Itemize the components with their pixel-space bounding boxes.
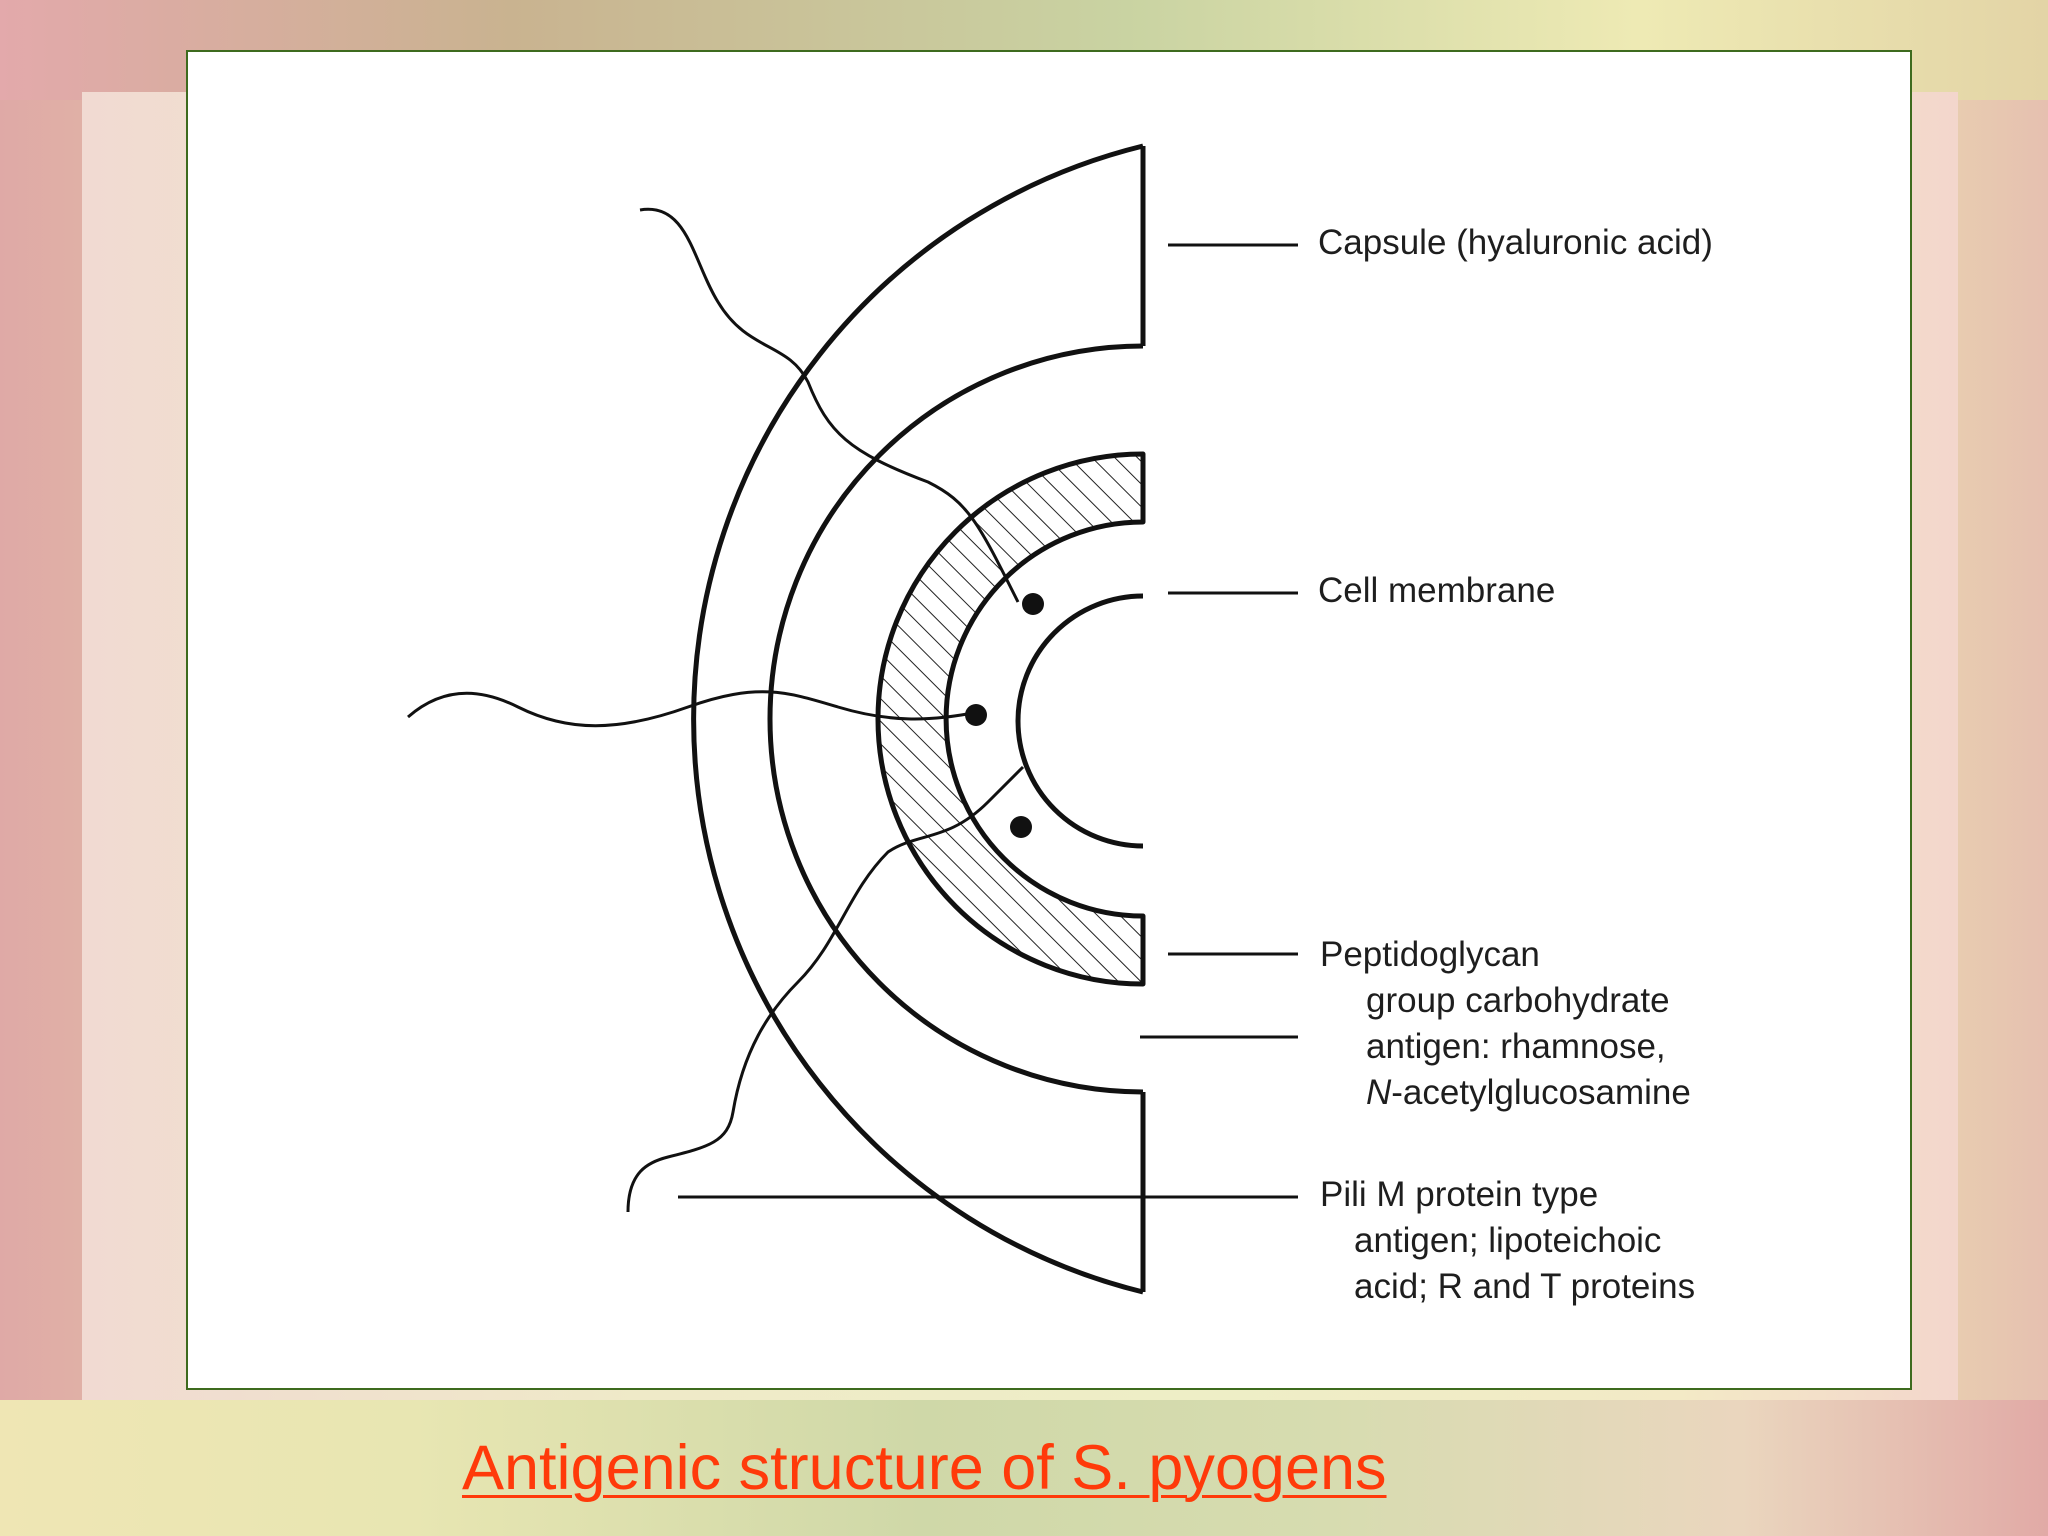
label-peptidoglycan-line-3: antigen: rhamnose, <box>1366 1027 1666 1066</box>
label-membrane-line-1: Cell membrane <box>1318 571 1556 610</box>
label-peptidoglycan: Peptidoglycan group carbohydrate antigen… <box>1320 932 1691 1116</box>
label-cell-membrane: Cell membrane <box>1318 568 1555 614</box>
antigen-dot-3 <box>1010 816 1032 838</box>
diagram-panel: Capsule (hyaluronic acid) Cell membrane … <box>186 50 1912 1390</box>
slide-caption-link[interactable]: Antigenic structure of S. pyogens <box>462 1433 1387 1503</box>
cell-membrane-arc <box>1015 593 1144 849</box>
capsule-outer-arc <box>691 143 1144 1295</box>
antigen-dot-2 <box>965 704 987 726</box>
label-pili-line-2: antigen; lipoteichoic <box>1354 1221 1662 1260</box>
label-capsule-line-1: Capsule (hyaluronic acid) <box>1318 223 1713 262</box>
label-peptidoglycan-line-4: N-acetylglucosamine <box>1366 1073 1691 1112</box>
label-capsule: Capsule (hyaluronic acid) <box>1318 220 1713 266</box>
label-pili-line-3: acid; R and T proteins <box>1354 1267 1696 1306</box>
pilus-fiber-top <box>639 207 1020 603</box>
label-peptidoglycan-line-1: Peptidoglycan <box>1320 935 1540 974</box>
background-band-bottom <box>0 1400 2048 1536</box>
cell-wall-outer-arc <box>767 343 1144 1095</box>
pilus-fiber-middle <box>407 690 979 728</box>
antigen-dot-1 <box>1022 593 1044 615</box>
label-pili: Pili M protein type antigen; lipoteichoi… <box>1320 1172 1695 1310</box>
pilus-fiber-bottom <box>626 765 1025 1213</box>
label-peptidoglycan-line-2: group carbohydrate <box>1366 981 1670 1020</box>
bacterial-cell-diagram <box>407 143 1298 1295</box>
peptidoglycan-ring <box>875 451 1146 987</box>
label-pili-line-1: Pili M protein type <box>1320 1175 1599 1214</box>
